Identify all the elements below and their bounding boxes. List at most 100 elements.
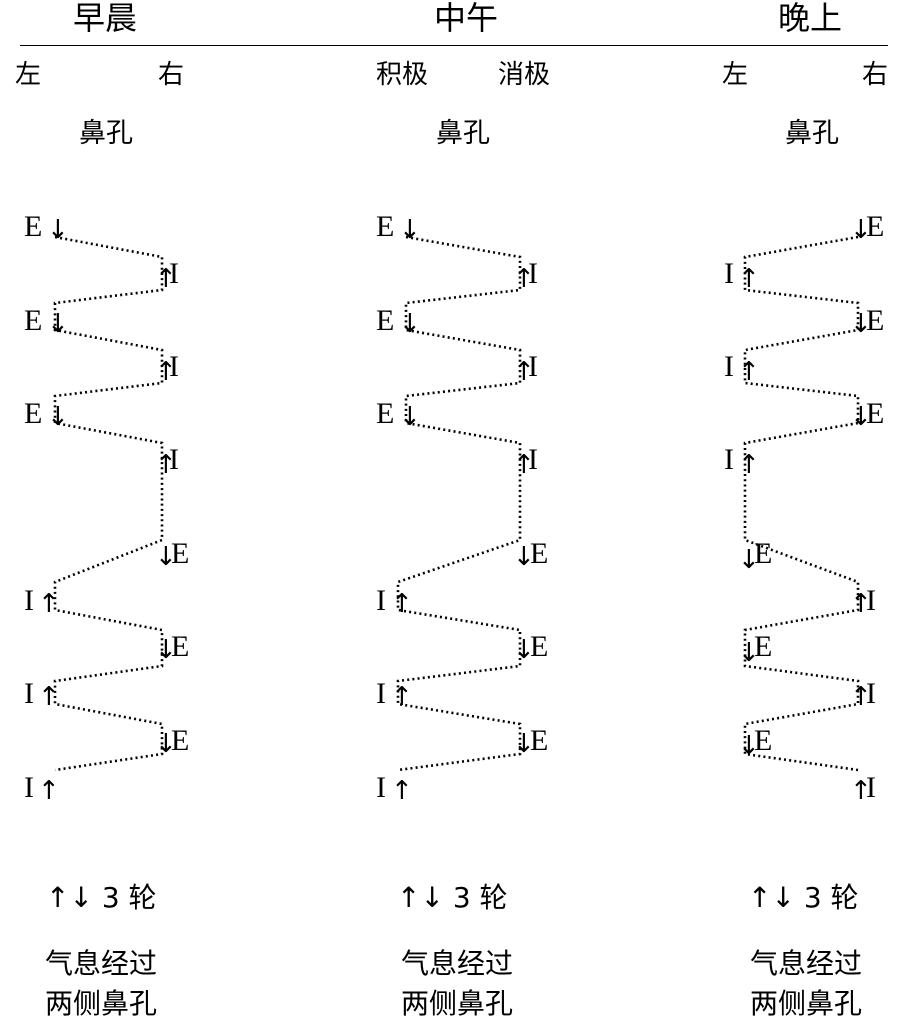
down-arrow-icon: ↓ — [47, 215, 69, 245]
morning-markers: E ↓ ↑ I E ↓ ↑ I E ↓ ↑ I ↓ E I ↑ ↓ E I ↑ … — [24, 210, 189, 806]
inhale-marker: I — [866, 677, 876, 710]
noon-active-label: 积极 — [376, 60, 429, 90]
exhale-marker: E — [754, 724, 772, 757]
inhale-marker: I — [24, 677, 34, 710]
up-arrow-icon: ↑ — [513, 357, 535, 387]
up-arrow-icon: ↑ — [738, 264, 760, 294]
exhale-marker: E — [754, 537, 772, 570]
evening-rounds-label: ↑↓ 3 轮 — [748, 881, 859, 914]
morning-breath-path — [53, 235, 164, 772]
up-arrow-icon: ↑ — [38, 589, 60, 619]
inhale-marker: I — [376, 677, 386, 710]
up-arrow-icon: ↑ — [155, 357, 177, 387]
morning-caption-line1: 气息经过 — [45, 947, 158, 980]
up-arrow-icon: ↑ — [738, 450, 760, 480]
evening-left-label: 左 — [722, 60, 749, 90]
down-arrow-icon: ↓ — [738, 638, 760, 668]
column-title-morning: 早晨 — [73, 0, 138, 37]
exhale-marker: E — [376, 304, 394, 337]
morning-rounds-label: ↑↓ 3 轮 — [46, 881, 157, 914]
exhale-marker: E — [754, 630, 772, 663]
up-arrow-icon: ↑ — [391, 682, 413, 712]
inhale-marker: I — [376, 771, 386, 804]
down-arrow-icon: ↓ — [155, 729, 177, 759]
noon-passive-label: 消极 — [498, 60, 551, 90]
exhale-marker: E — [171, 537, 189, 570]
down-arrow-icon: ↓ — [738, 731, 760, 761]
down-arrow-icon: ↓ — [738, 545, 760, 575]
noon-nostril-label: 鼻孔 — [436, 118, 490, 149]
column-title-noon: 中午 — [434, 0, 499, 37]
inhale-marker: I — [866, 771, 876, 804]
down-arrow-icon: ↓ — [155, 635, 177, 665]
inhale-marker: I — [866, 584, 876, 617]
inhale-marker: I — [24, 584, 34, 617]
inhale-marker: I — [724, 350, 734, 383]
inhale-marker: I — [724, 257, 734, 290]
exhale-marker: E — [866, 304, 884, 337]
up-arrow-icon: ↑ — [850, 776, 872, 806]
exhale-marker: E — [530, 724, 548, 757]
down-arrow-icon: ↓ — [513, 729, 535, 759]
down-arrow-icon: ↓ — [513, 635, 535, 665]
up-arrow-icon: ↑ — [391, 589, 413, 619]
up-arrow-icon: ↑ — [513, 264, 535, 294]
exhale-marker: E — [24, 397, 42, 430]
inhale-marker: I — [169, 257, 179, 290]
exhale-marker: E — [24, 304, 42, 337]
noon-rounds-label: ↑↓ 3 轮 — [397, 881, 508, 914]
inhale-marker: I — [528, 257, 538, 290]
down-arrow-icon: ↓ — [513, 542, 535, 572]
exhale-marker: E — [24, 210, 42, 243]
evening-right-label: 右 — [862, 60, 889, 90]
exhale-marker: E — [866, 210, 884, 243]
evening-markers: ↓ E I ↑ ↓ E I ↑ ↓ E I ↑ ↓ E ↑ I ↓ E ↑ I … — [724, 210, 884, 806]
inhale-marker: I — [528, 350, 538, 383]
up-arrow-icon: ↑ — [155, 264, 177, 294]
morning-right-label: 右 — [158, 60, 185, 90]
header-divider — [20, 45, 888, 46]
inhale-marker: I — [528, 443, 538, 476]
inhale-marker: I — [376, 584, 386, 617]
down-arrow-icon: ↓ — [47, 309, 69, 339]
up-arrow-icon: ↑ — [513, 450, 535, 480]
down-arrow-icon: ↓ — [47, 402, 69, 432]
up-arrow-icon: ↑ — [38, 682, 60, 712]
up-arrow-icon: ↑ — [738, 357, 760, 387]
inhale-marker: I — [169, 443, 179, 476]
inhale-marker: I — [169, 350, 179, 383]
exhale-marker: E — [171, 630, 189, 663]
inhale-marker: I — [24, 771, 34, 804]
noon-breath-path — [396, 235, 522, 772]
noon-markers: E ↓ ↑ I E ↓ ↑ I E ↓ ↑ I ↓ E I ↑ ↓ E I ↑ … — [376, 210, 548, 806]
morning-caption-line2: 两侧鼻孔 — [45, 987, 158, 1020]
evening-breath-path — [743, 235, 860, 772]
exhale-marker: E — [530, 537, 548, 570]
down-arrow-icon: ↓ — [399, 309, 421, 339]
exhale-marker: E — [171, 724, 189, 757]
evening-caption-line2: 两侧鼻孔 — [750, 987, 863, 1020]
exhale-marker: E — [866, 397, 884, 430]
evening-caption-line1: 气息经过 — [750, 947, 863, 980]
noon-caption-line2: 两侧鼻孔 — [401, 987, 514, 1020]
exhale-marker: E — [376, 397, 394, 430]
down-arrow-icon: ↓ — [399, 402, 421, 432]
exhale-marker: E — [530, 630, 548, 663]
up-arrow-icon: ↑ — [391, 776, 413, 806]
up-arrow-icon: ↑ — [850, 589, 872, 619]
up-arrow-icon: ↑ — [38, 776, 60, 806]
down-arrow-icon: ↓ — [399, 215, 421, 245]
noon-caption-line1: 气息经过 — [401, 947, 514, 980]
down-arrow-icon: ↓ — [850, 215, 872, 245]
up-arrow-icon: ↑ — [850, 682, 872, 712]
morning-left-label: 左 — [15, 60, 42, 90]
inhale-marker: I — [724, 443, 734, 476]
up-arrow-icon: ↑ — [155, 450, 177, 480]
down-arrow-icon: ↓ — [850, 402, 872, 432]
exhale-marker: E — [376, 210, 394, 243]
evening-nostril-label: 鼻孔 — [785, 118, 839, 149]
morning-nostril-label: 鼻孔 — [79, 118, 133, 149]
down-arrow-icon: ↓ — [155, 542, 177, 572]
column-title-evening: 晚上 — [778, 0, 843, 37]
